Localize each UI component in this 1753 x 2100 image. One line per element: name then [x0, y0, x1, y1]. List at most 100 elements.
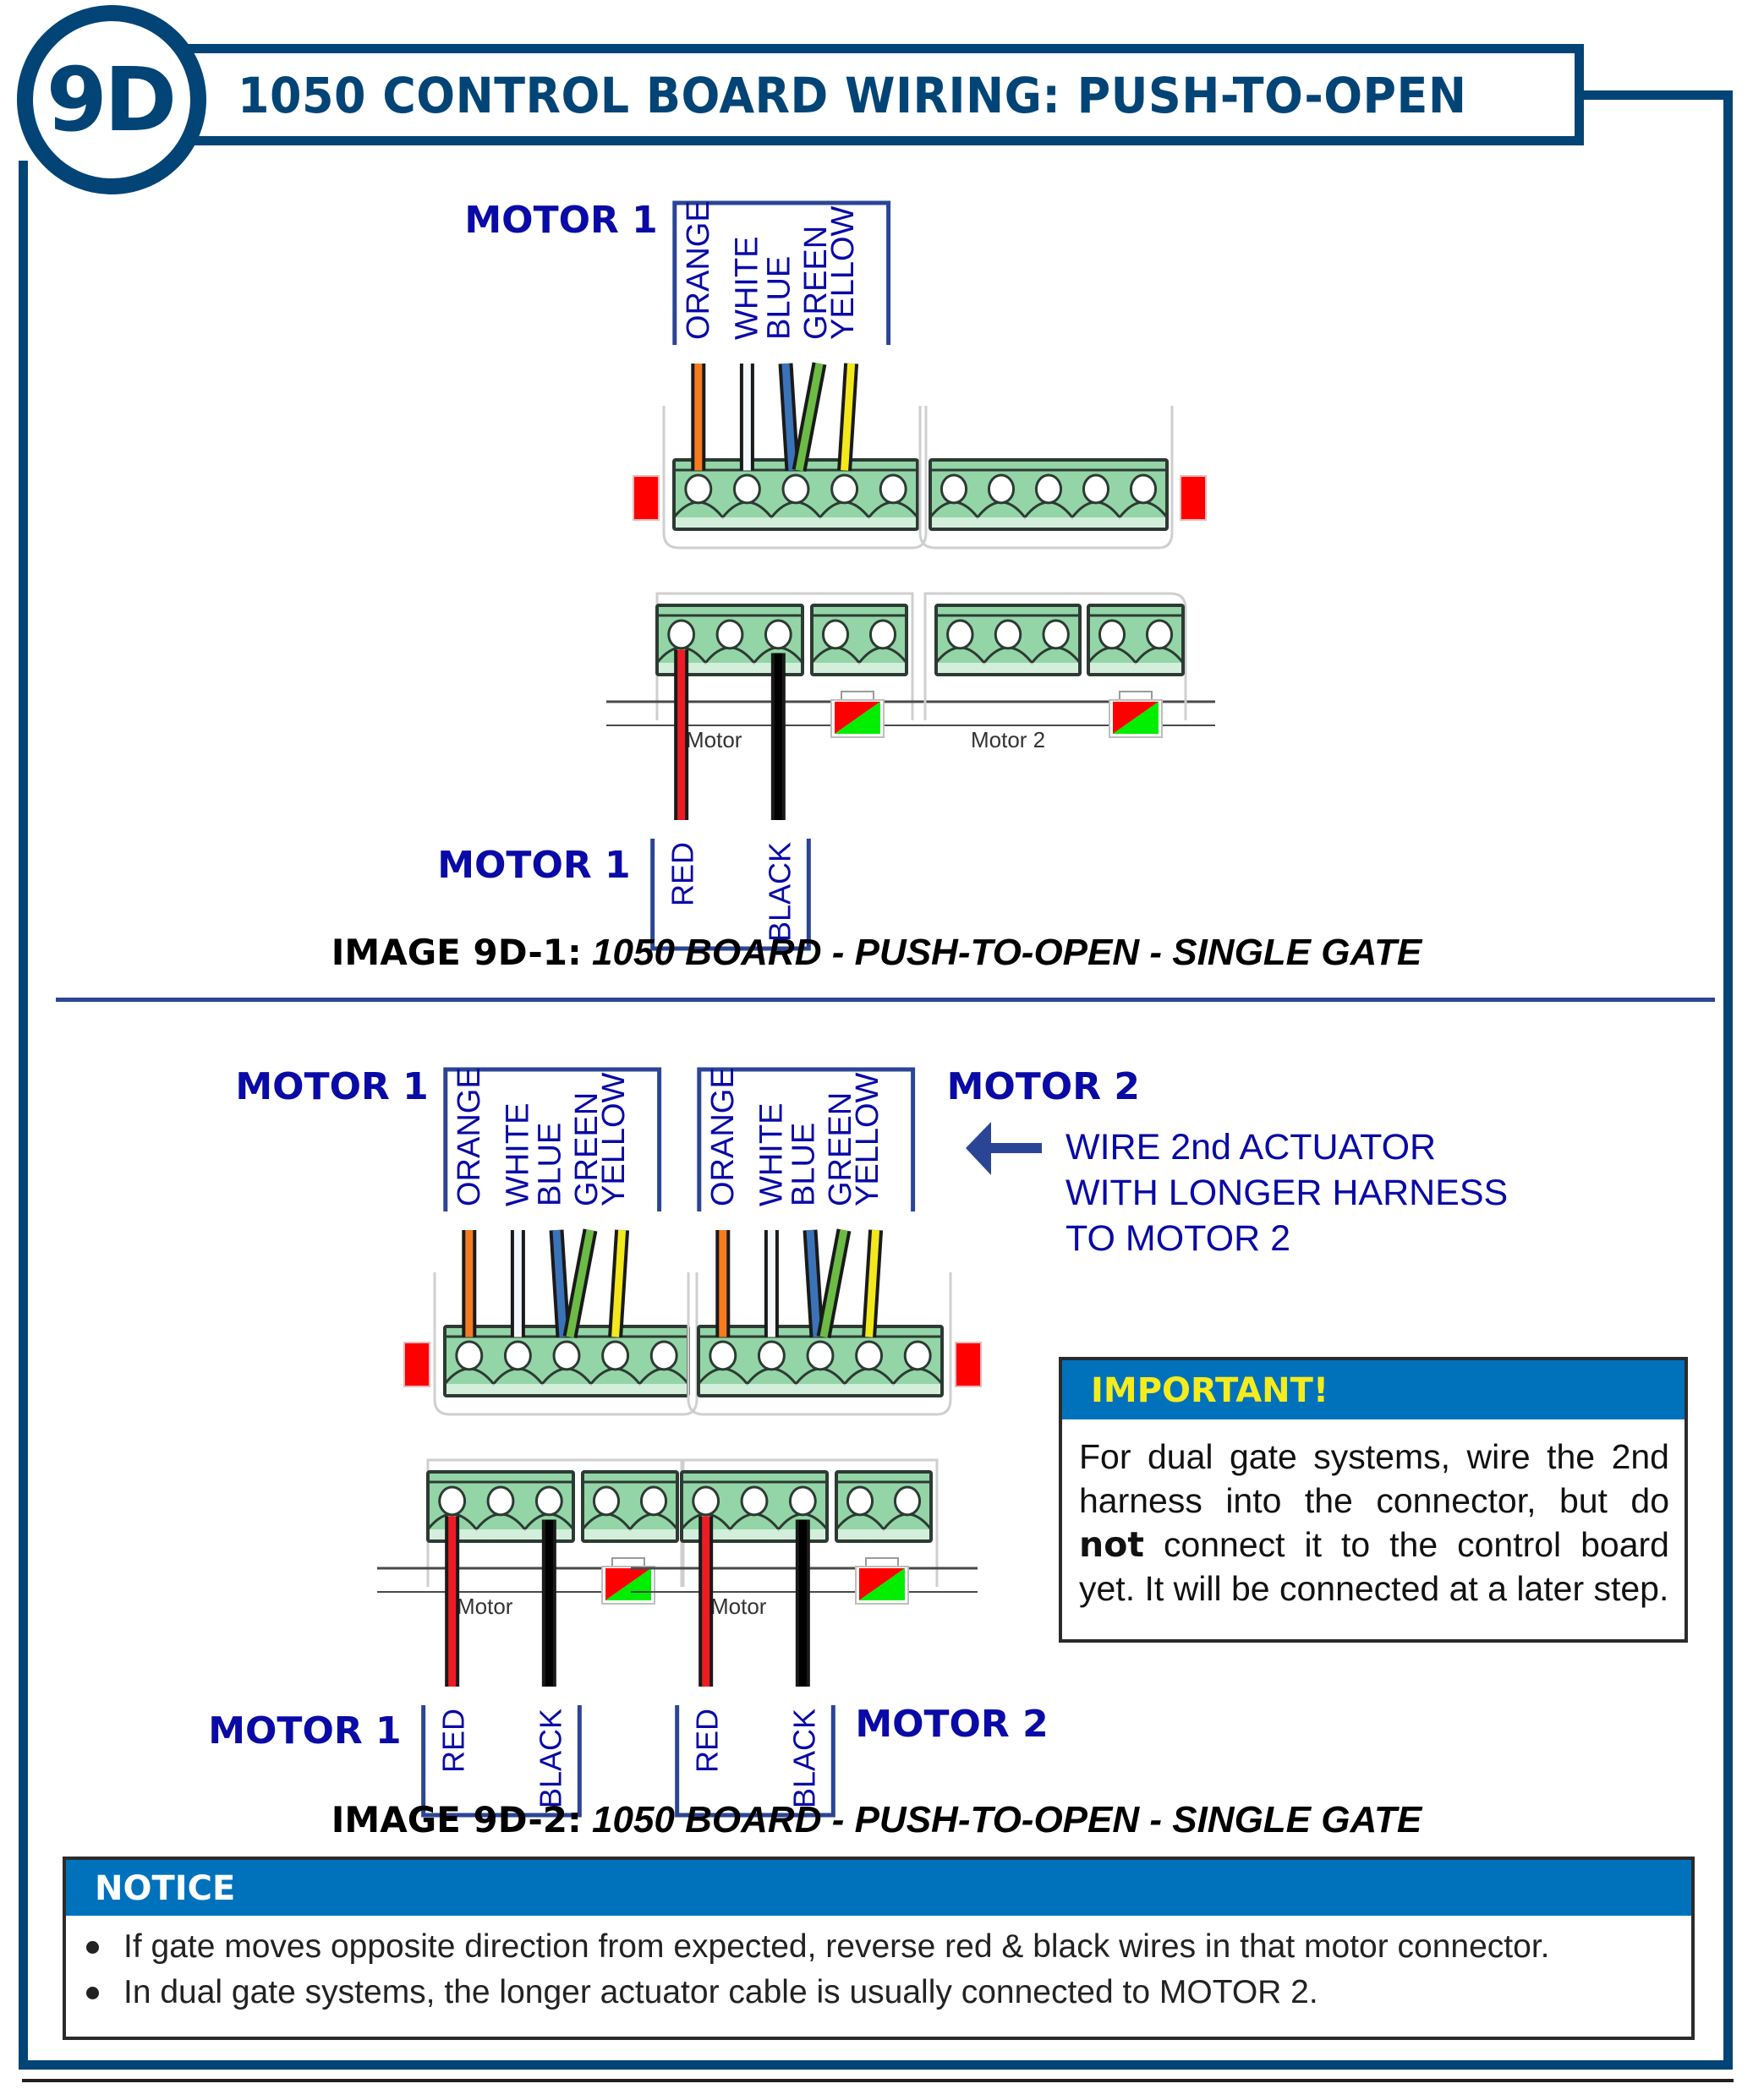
terminal-pin-hole [438, 1485, 467, 1517]
section-divider [56, 998, 1715, 1002]
wire-color-label: ORANGE [452, 1067, 487, 1206]
wire-yellow [865, 1229, 880, 1337]
terminal-pin-hole [1034, 473, 1063, 505]
led-green-half [1113, 702, 1159, 734]
led-green-half [835, 702, 880, 734]
terminal-pin-hole [903, 1340, 932, 1371]
connector-housing [918, 406, 1174, 550]
motor2-board-unwired: Motor 2 [918, 406, 1207, 763]
wire-blue [806, 1229, 821, 1337]
motor-label: MOTOR 2 [947, 1065, 1140, 1108]
caption-label: IMAGE 9D-2: [331, 1799, 582, 1840]
board-red-tab [403, 1342, 430, 1387]
motor2-harness-note: WIRE 2nd ACTUATOR WITH LONGER HARNESS TO… [1065, 1124, 1657, 1261]
wire-bracket [672, 200, 891, 345]
motor-label: MOTOR 1 [464, 199, 657, 242]
wire-color-label: YELLOW [596, 1072, 632, 1206]
terminal-block-base [700, 1384, 940, 1394]
wire-color-label: GREEN [823, 1092, 858, 1206]
figure-caption-9d-1: IMAGE 9D-1: 1050 BOARD - PUSH-TO-OPEN - … [0, 932, 1753, 974]
important-text: For dual gate systems, wire the 2nd harn… [1062, 1419, 1685, 1611]
connector-housing [433, 1272, 698, 1416]
wire-color-label: BLUE [761, 256, 797, 340]
board-red-tab [633, 475, 660, 521]
terminal-pin-hole [684, 473, 713, 505]
terminal-pin-hole [455, 1340, 484, 1371]
terminal-pin-hole [946, 619, 974, 650]
terminal-pin-hole [486, 1485, 515, 1517]
terminal-pin-hole [649, 1340, 678, 1371]
terminal-pin-hole [1082, 473, 1110, 505]
board-silkscreen-label: Motor [686, 727, 742, 752]
terminal-block-base [838, 1529, 929, 1539]
terminal-pin-hole [830, 473, 859, 505]
board-silkscreen-label: Motor 2 [971, 727, 1045, 752]
terminal-pin-hole [552, 1340, 581, 1371]
wire-bracket [421, 1705, 582, 1818]
terminal-pin-hole [757, 1340, 786, 1371]
wire-color-label: GREEN [569, 1092, 605, 1206]
wire-color-label: RED [436, 1709, 471, 1773]
terminal-pin-hole [1098, 619, 1126, 650]
terminal-pin-hole [987, 473, 1016, 505]
wire-green [566, 1229, 594, 1338]
terminal-pin-hole [503, 1340, 532, 1371]
motor-label: MOTOR 1 [235, 1065, 428, 1108]
wire-color-label: BLACK [786, 1709, 821, 1808]
terminal-block-base [446, 1384, 687, 1394]
terminal-block-base [683, 1529, 825, 1539]
terminal-pin-hole [692, 1485, 720, 1517]
led-green-half [859, 1568, 905, 1600]
connector-housing [687, 1272, 952, 1416]
wire-bracket [697, 1067, 916, 1211]
wire-color-label: RED [666, 842, 700, 906]
terminal-block-base [584, 1529, 676, 1539]
notice-item: If gate moves opposite direction from ex… [86, 1924, 1691, 1970]
wire-bracket [675, 1705, 835, 1818]
wire-color-label: YELLOW [825, 205, 861, 340]
wire-color-label: WHITE [753, 1103, 789, 1206]
important-callout: IMPORTANT! For dual gate systems, wire t… [1059, 1357, 1688, 1643]
terminal-pin-hole [939, 473, 968, 505]
note-line: TO MOTOR 2 [1065, 1218, 1290, 1259]
terminal-pin-hole [639, 1485, 668, 1517]
terminal-pin-hole [868, 619, 897, 650]
terminal-pin-hole [601, 1340, 630, 1371]
page-frame-top-connector [1584, 90, 1733, 100]
notice-title: NOTICE [66, 1860, 1691, 1916]
wire-bracket [443, 1067, 662, 1211]
wire-color-label: ORANGE [681, 200, 716, 340]
wire-color-label: RED [690, 1709, 725, 1773]
terminal-pin-hole [1042, 619, 1070, 650]
wire-green [819, 1229, 848, 1338]
terminal-block-base [1090, 663, 1181, 673]
terminal-pin-hole [732, 473, 761, 505]
connector-housing [662, 406, 928, 550]
notice-list: If gate moves opposite direction from ex… [66, 1924, 1691, 2015]
terminal-block-base [938, 663, 1078, 673]
wire-yellow [611, 1229, 627, 1337]
board-silkscreen-label: Motor [710, 1594, 767, 1619]
terminal-pin-hole [855, 1340, 884, 1371]
arrow-left-icon [966, 1122, 1042, 1175]
terminal-block-base [676, 517, 916, 528]
footer-rule [22, 2079, 1734, 2082]
terminal-block-base [430, 1529, 572, 1539]
figure-caption-9d-2: IMAGE 9D-2: 1050 BOARD - PUSH-TO-OPEN - … [0, 1799, 1753, 1841]
page-frame-left [19, 161, 28, 2070]
terminal-pin-hole [534, 1485, 563, 1517]
terminal-pin-hole [806, 1340, 835, 1371]
section-badge-label: 9D [46, 48, 178, 151]
board-red-tab [955, 1342, 982, 1387]
terminal-pin-hole [715, 619, 744, 650]
terminal-pin-hole [709, 1340, 737, 1371]
important-text-before: For dual gate systems, wire the 2nd harn… [1079, 1437, 1669, 1520]
motor-label: MOTOR 1 [208, 1709, 401, 1753]
important-text-emphasis: not [1079, 1524, 1144, 1565]
page-frame-right [1723, 90, 1733, 2070]
terminal-pin-hole [1129, 473, 1158, 505]
